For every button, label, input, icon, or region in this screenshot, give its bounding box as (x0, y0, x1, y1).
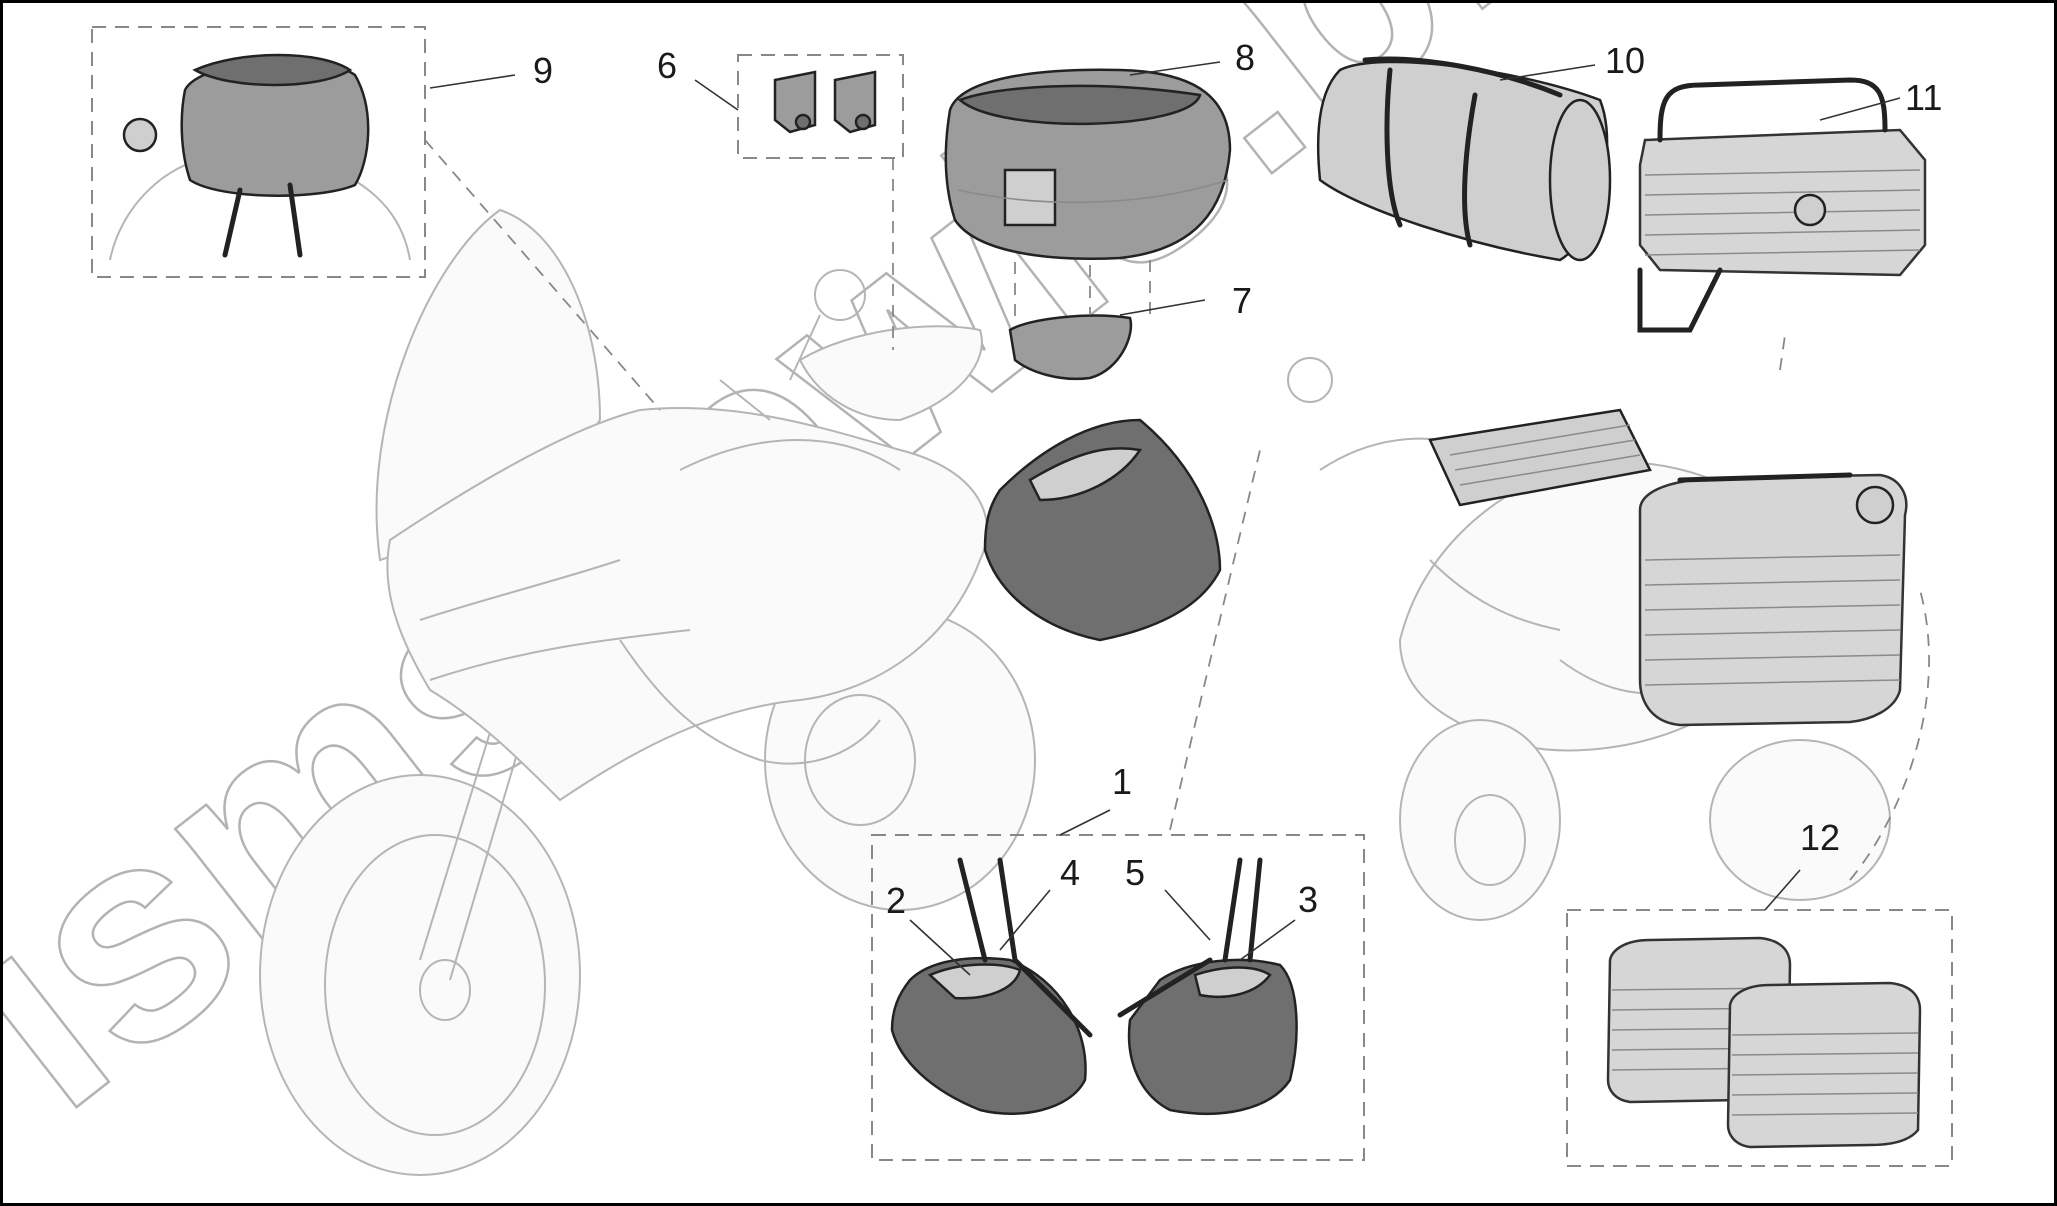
side-case-on-bike (1638, 472, 1908, 727)
callout-3: 3 (1298, 879, 1318, 920)
callout-10: 10 (1605, 40, 1645, 81)
callout-labels: 9 6 8 10 11 7 1 2 4 5 3 12 (533, 37, 1942, 921)
item-11-aluminium-top-case (1637, 77, 1927, 333)
leader-lines (429, 61, 1901, 976)
callout-7: 7 (1232, 280, 1252, 321)
callout-1: 1 (1112, 761, 1132, 802)
item-12-aluminium-side-cases (1566, 909, 1953, 1167)
callout-9: 9 (533, 50, 553, 91)
item-9-tank-bag (91, 26, 426, 278)
callout-11: 11 (1905, 77, 1942, 118)
item-6-brackets (737, 54, 904, 159)
callout-4: 4 (1060, 852, 1080, 893)
callout-8: 8 (1235, 37, 1255, 78)
item-7-rack-plate (1008, 260, 1151, 381)
item-10-roll-bag (1316, 56, 1612, 262)
pannier-on-bike (983, 418, 1222, 642)
callout-2: 2 (886, 880, 906, 921)
item-8-top-case (944, 68, 1232, 260)
callout-5: 5 (1125, 852, 1145, 893)
relation-lines (424, 139, 1930, 881)
callout-6: 6 (657, 45, 677, 86)
callout-12: 12 (1800, 817, 1840, 858)
item-1-pannier-kit (871, 834, 1365, 1161)
